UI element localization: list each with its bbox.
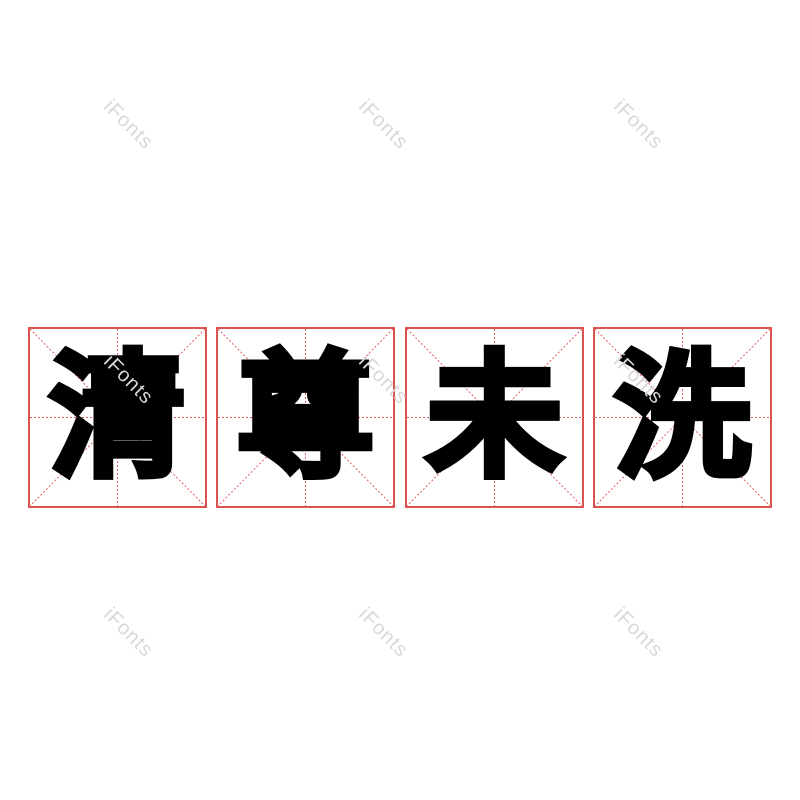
- character-cell-4: 洗: [593, 327, 772, 508]
- character-cell-1: 清: [28, 327, 207, 508]
- watermark: iFonts: [99, 95, 158, 154]
- character-cell-2: 尊: [216, 327, 395, 508]
- mi-grid-guides: [30, 329, 205, 506]
- character-glyph: 未: [424, 338, 566, 497]
- mi-grid-guides: [407, 329, 582, 506]
- character-glyph: 清: [47, 338, 189, 497]
- watermark: iFonts: [99, 603, 158, 662]
- character-glyph: 尊: [235, 338, 377, 497]
- watermark: iFonts: [354, 95, 413, 154]
- mi-grid-guides: [218, 329, 393, 506]
- watermark: iFonts: [354, 603, 413, 662]
- watermark: iFonts: [609, 603, 668, 662]
- mi-grid-guides: [595, 329, 770, 506]
- character-cell-3: 未: [405, 327, 584, 508]
- watermark: iFonts: [609, 95, 668, 154]
- character-glyph: 洗: [612, 338, 754, 497]
